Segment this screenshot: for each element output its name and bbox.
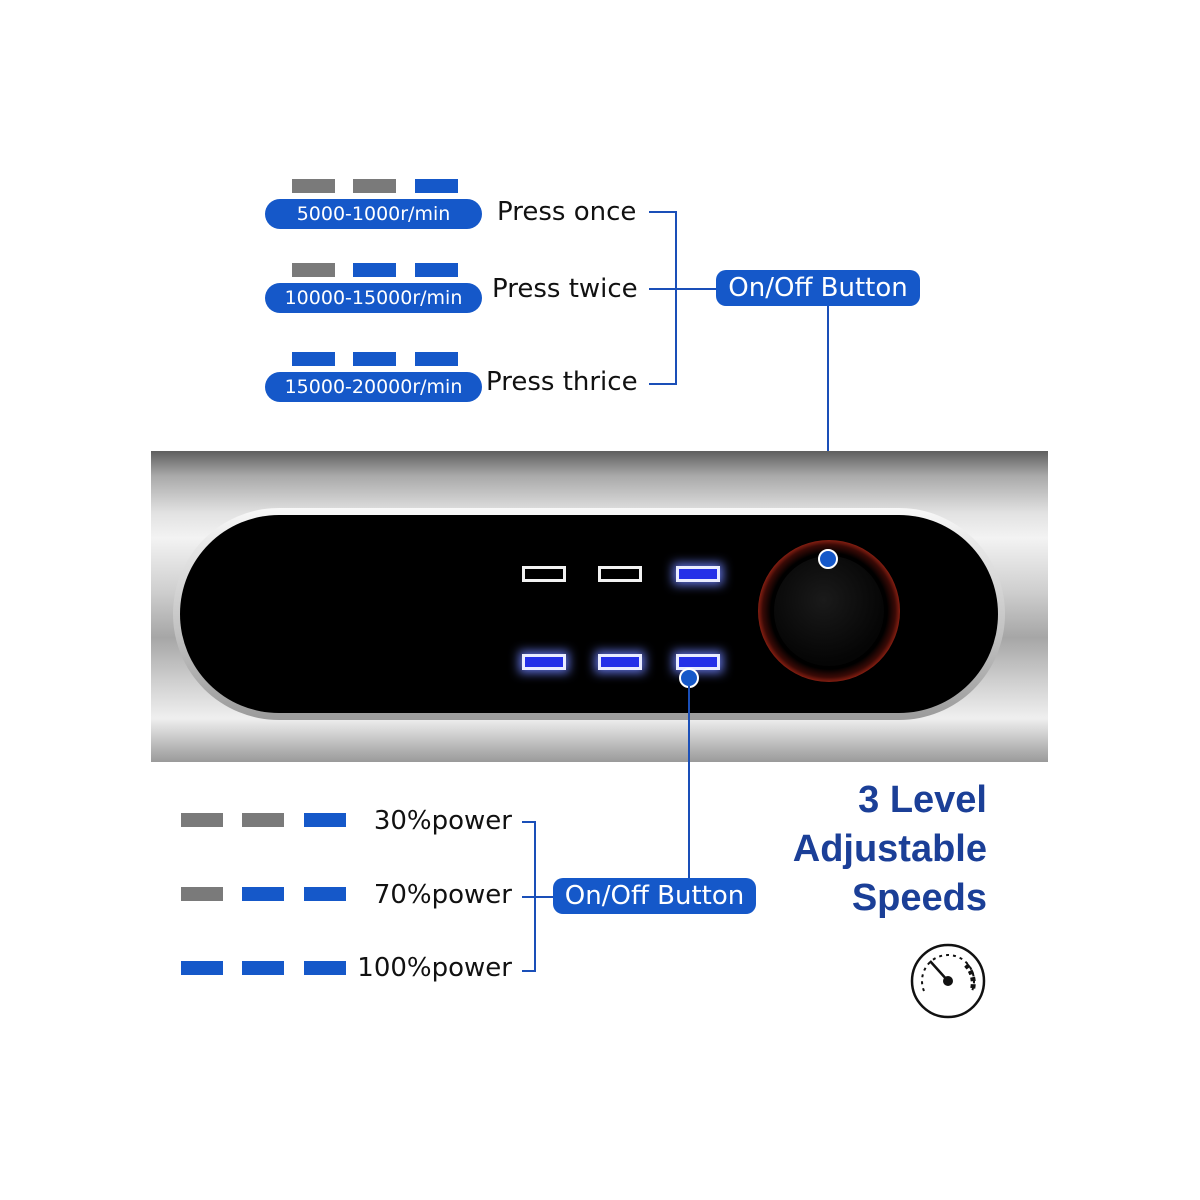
speed-indicator [415,263,458,277]
speed-indicator [353,352,396,366]
headline: 3 Level Adjustable Speeds [687,776,987,923]
connector-line [649,211,677,213]
power-led [522,654,566,670]
connector-line [522,896,554,898]
power-label: 70%power [373,880,512,910]
connector-line [675,211,677,385]
speed-led [598,566,642,582]
speed-led [522,566,566,582]
speed-indicator [292,179,335,193]
press-label: Press twice [492,274,638,304]
on-off-callout-bottom: On/Off Button [553,878,756,914]
power-indicator [304,813,346,827]
speed-indicator [353,263,396,277]
connector-line [522,970,536,972]
headline-line: Adjustable [792,828,987,870]
press-label: Press thrice [486,367,638,397]
power-indicator [242,813,284,827]
speedometer-icon [910,943,986,1019]
power-indicator [242,961,284,975]
power-indicator [181,887,223,901]
callout-dot-top [818,549,838,569]
connector-line [522,821,536,823]
speed-indicator [415,352,458,366]
callout-dot-bottom [679,668,699,688]
speed-indicator [292,352,335,366]
power-led [598,654,642,670]
power-label: 30%power [373,806,512,836]
speed-led [676,566,720,582]
on-off-callout-top: On/Off Button [716,270,920,306]
power-indicator [242,887,284,901]
power-indicator [304,961,346,975]
power-led [676,654,720,670]
speed-indicator [353,179,396,193]
rpm-range-pill: 5000-1000r/min [265,199,482,229]
speed-indicator [292,263,335,277]
headline-line: 3 Level [858,779,987,821]
connector-line [649,383,677,385]
power-indicator [181,961,223,975]
connector-line [534,821,536,972]
connector-line [688,686,690,880]
rpm-range-pill: 15000-20000r/min [265,372,482,402]
on-off-knob[interactable] [774,556,884,666]
press-label: Press once [497,197,637,227]
connector-line [827,306,829,558]
connector-line [649,288,717,290]
headline-line: Speeds [851,877,987,919]
speed-indicator [415,179,458,193]
power-indicator [181,813,223,827]
rpm-range-pill: 10000-15000r/min [265,283,482,313]
power-indicator [304,887,346,901]
power-label: 100%power [357,953,512,983]
